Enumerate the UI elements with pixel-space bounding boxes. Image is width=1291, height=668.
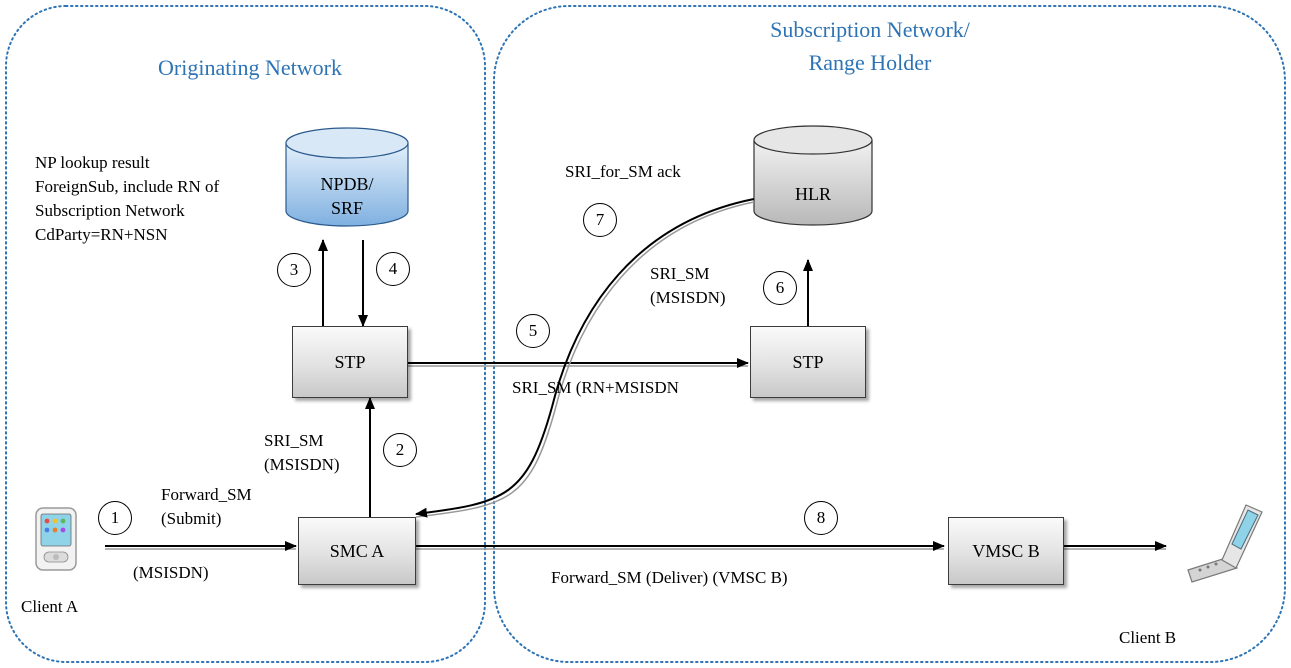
npdb-srf-database	[285, 127, 409, 227]
vmsc-b-label: VMSC B	[972, 540, 1040, 561]
originating-network-region	[5, 5, 486, 663]
originating-network-title-text: Originating Network	[158, 55, 342, 80]
client-a-label-text: Client A	[21, 597, 79, 616]
np-lookup-line-1: NP lookup result	[35, 153, 150, 172]
sri-sm-step-6-label: SRI_SM (MSISDN)	[650, 262, 726, 310]
hlr-label: HLR	[770, 182, 856, 206]
smc-a-box: SMC A	[298, 517, 416, 585]
step-2-number: 2	[395, 440, 405, 459]
hlr-label-text: HLR	[795, 184, 831, 204]
client-b-label: Client B	[1119, 626, 1176, 650]
step-1-number: 1	[110, 508, 120, 527]
client-b-label-text: Client B	[1119, 628, 1177, 647]
sri-sm-step-6-line-1: SRI_SM	[650, 264, 710, 283]
step-5-circle: 5	[516, 314, 550, 348]
np-lookup-line-3: Subscription Network	[35, 201, 185, 220]
forward-sm-deliver-text: Forward_SM (Deliver) (VMSC B)	[551, 568, 788, 587]
sri-for-sm-ack-label: SRI_for_SM ack	[565, 160, 681, 184]
step-1-circle: 1	[98, 501, 132, 535]
step-3-number: 3	[289, 260, 299, 279]
forward-sm-submit-line-1: Forward_SM	[161, 485, 252, 504]
np-lookup-line-2: ForeignSub, include RN of	[35, 177, 220, 196]
subscription-network-region	[493, 5, 1286, 663]
msisdn-step-1-text: (MSISDN)	[133, 563, 209, 582]
npdb-srf-label: NPDB/ SRF	[300, 172, 394, 220]
sri-sm-step-2-line-1: SRI_SM	[264, 431, 324, 450]
step-8-number: 8	[816, 508, 826, 527]
smc-a-label: SMC A	[329, 540, 385, 561]
np-lookup-line-4: CdParty=RN+NSN	[35, 225, 168, 244]
client-b-phone-icon	[1187, 504, 1263, 583]
arrow-step-7-shadow	[415, 201, 755, 518]
step-3-circle: 3	[277, 253, 311, 287]
msisdn-step-1-label: (MSISDN)	[133, 561, 209, 585]
forward-sm-submit-line-2: (Submit)	[161, 509, 222, 528]
hlr-database	[753, 125, 873, 226]
sri-sm-step-2-line-2: (MSISDN)	[264, 455, 340, 474]
sri-sm-rn-text: SRI_SM (RN+MSISDN	[512, 378, 679, 397]
sri-sm-rn-label: SRI_SM (RN+MSISDN	[512, 376, 679, 400]
sri-for-sm-ack-text: SRI_for_SM ack	[565, 162, 681, 181]
client-a-phone-icon	[35, 507, 77, 571]
npdb-label-line1: NPDB/	[320, 174, 374, 194]
step-4-number: 4	[388, 259, 398, 278]
stp-originating-box: STP	[292, 326, 408, 398]
stp-originating-label: STP	[334, 351, 366, 372]
originating-network-title: Originating Network	[120, 51, 380, 84]
subscription-network-title-line2: Range Holder	[808, 50, 932, 75]
step-6-circle: 6	[763, 271, 797, 305]
sri-sm-step-2-label: SRI_SM (MSISDN)	[264, 429, 340, 477]
subscription-network-title: Subscription Network/ Range Holder	[720, 13, 1020, 79]
step-5-number: 5	[528, 321, 538, 340]
step-4-circle: 4	[376, 252, 410, 286]
step-2-circle: 2	[383, 433, 417, 467]
np-lookup-annotation: NP lookup result ForeignSub, include RN …	[35, 151, 219, 247]
step-8-circle: 8	[804, 501, 838, 535]
vmsc-b-box: VMSC B	[948, 517, 1064, 585]
step-7-circle: 7	[583, 203, 617, 237]
npdb-label-line2: SRF	[330, 198, 364, 218]
sri-sm-step-6-line-2: (MSISDN)	[650, 288, 726, 307]
step-7-number: 7	[595, 210, 605, 229]
stp-subscription-label: STP	[792, 351, 824, 372]
forward-sm-submit-label: Forward_SM (Submit)	[161, 483, 252, 531]
stp-subscription-box: STP	[750, 326, 866, 398]
arrow-step-7	[415, 198, 755, 518]
forward-sm-deliver-label: Forward_SM (Deliver) (VMSC B)	[551, 566, 788, 590]
step-6-number: 6	[775, 278, 785, 297]
client-a-label: Client A	[21, 595, 78, 619]
subscription-network-title-line1: Subscription Network/	[770, 17, 970, 42]
